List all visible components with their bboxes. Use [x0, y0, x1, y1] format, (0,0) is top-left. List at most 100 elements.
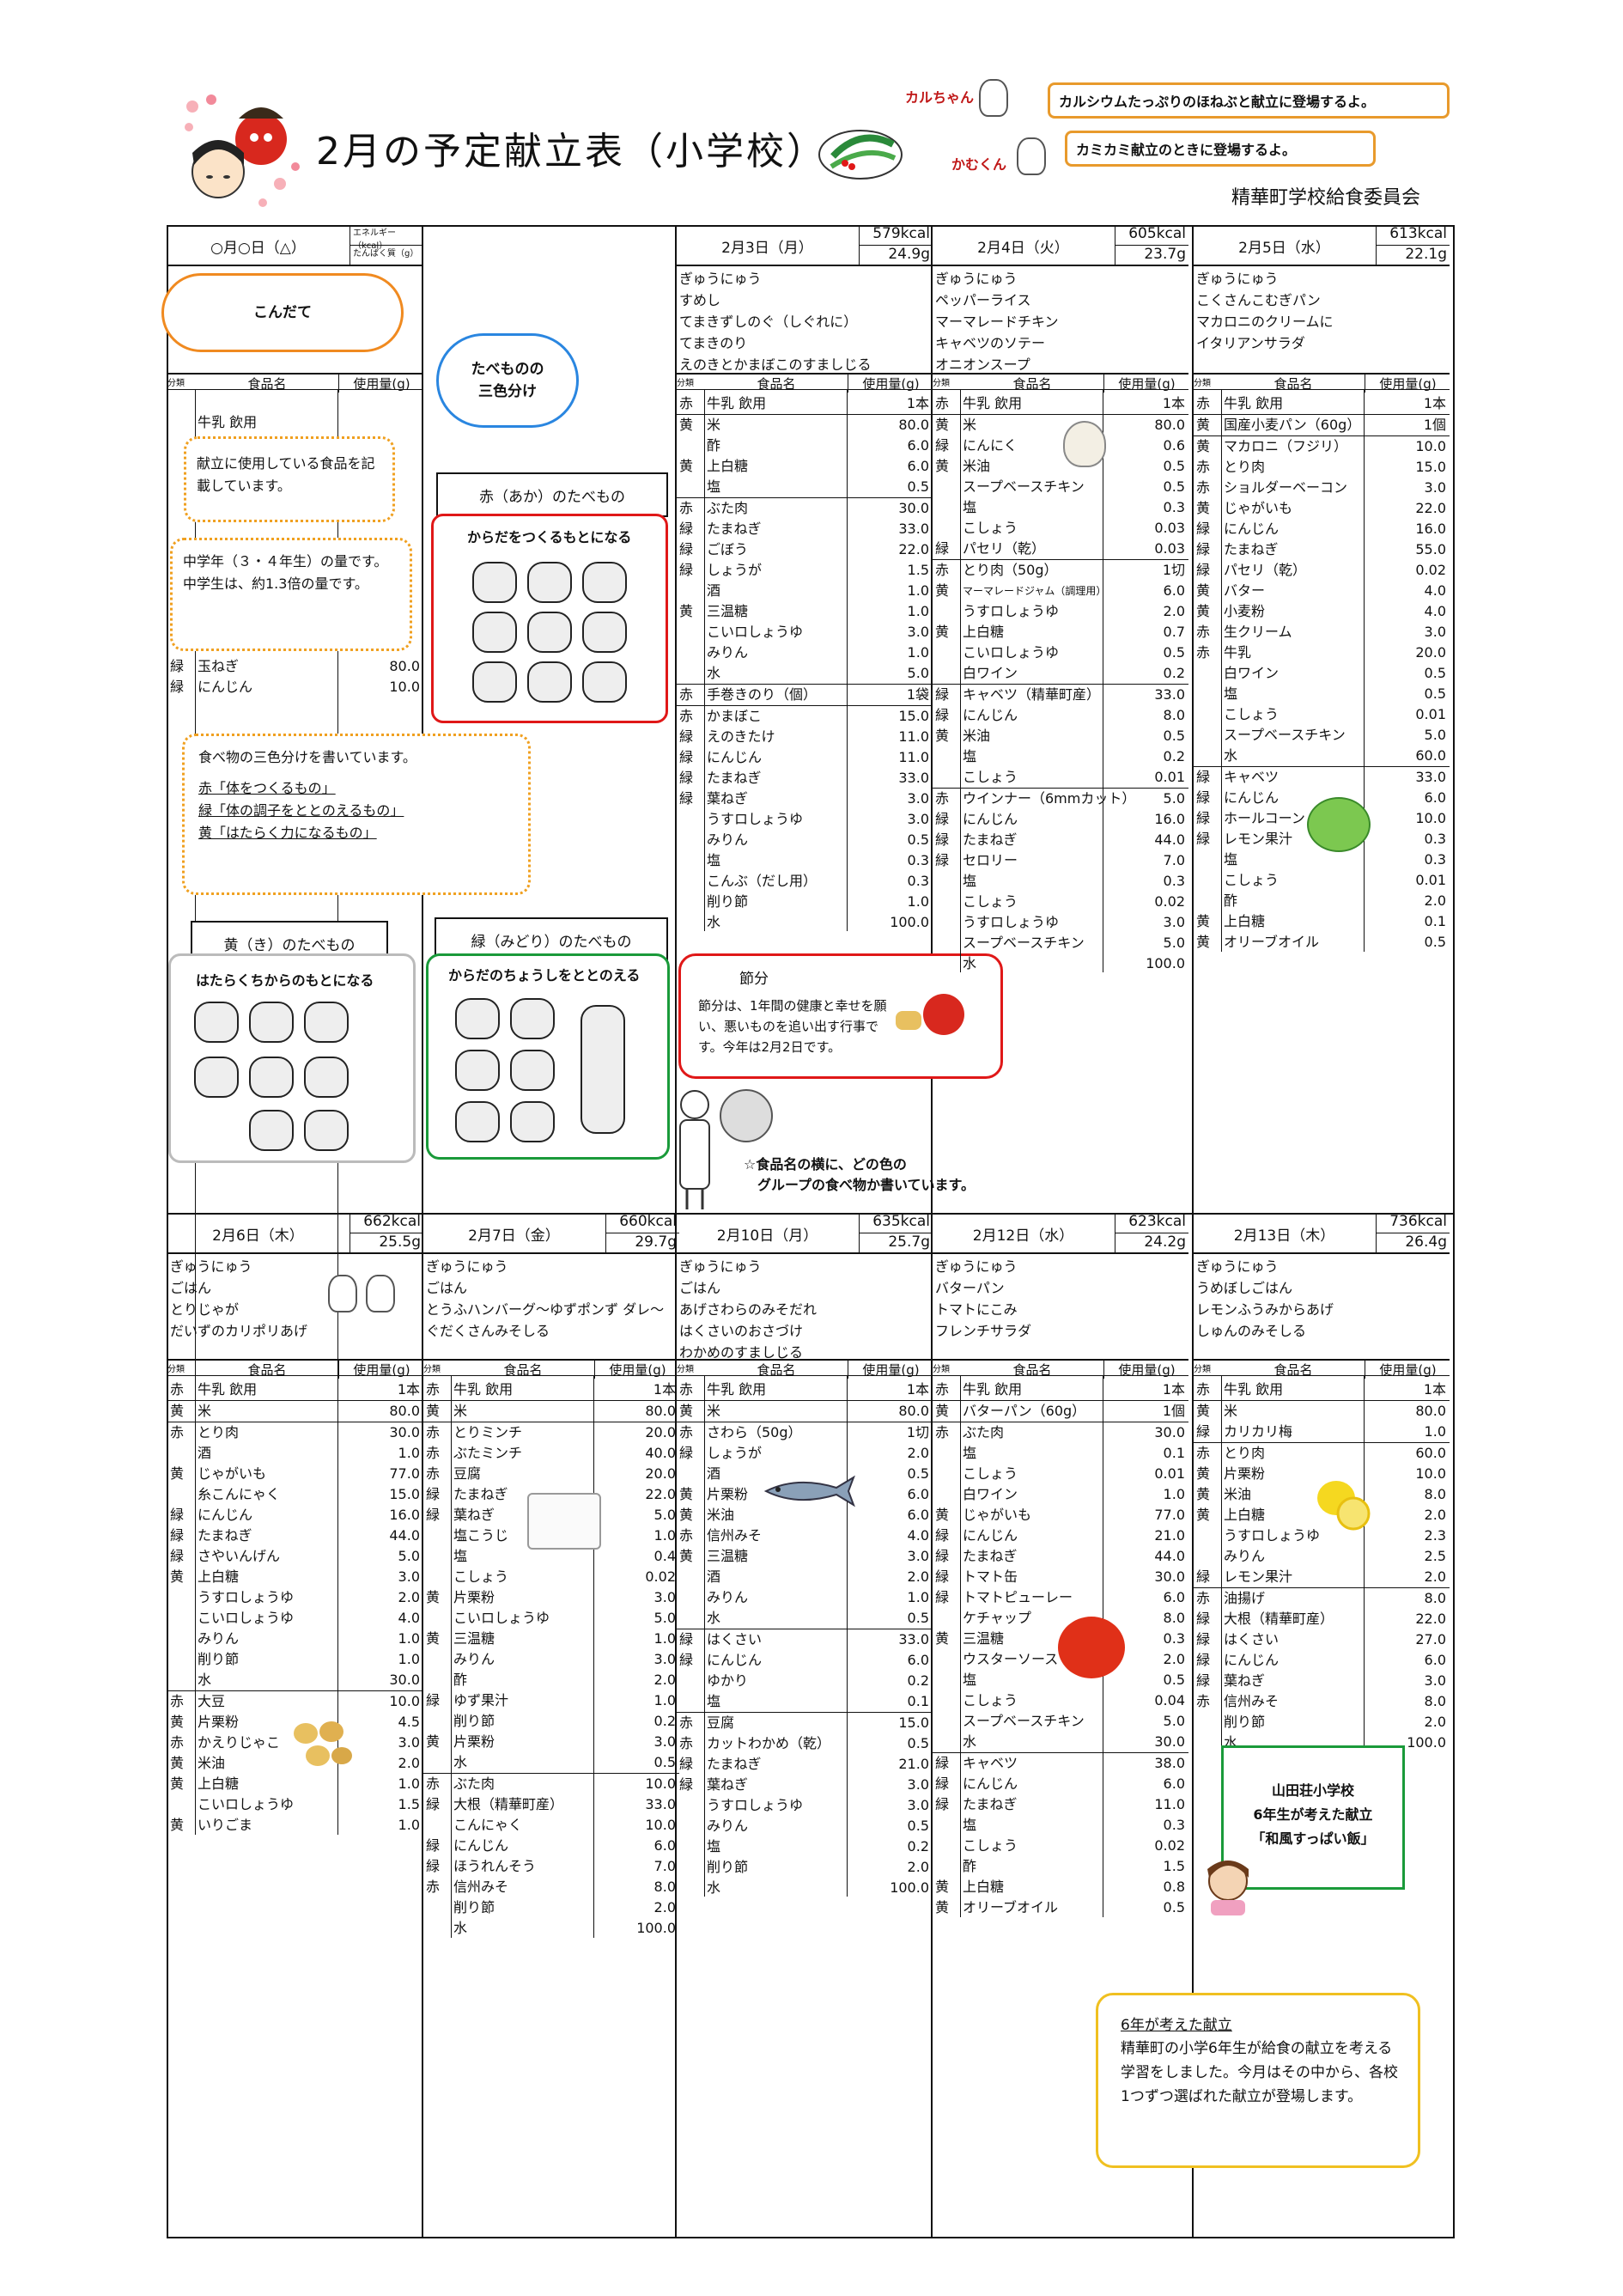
food-name: バター — [1224, 582, 1266, 599]
kondate-cloud: こんだて — [161, 273, 404, 352]
food-name: たまねぎ — [963, 1796, 1018, 1812]
food-name: 削り節 — [453, 1899, 495, 1915]
food-name: 塩 — [963, 1445, 977, 1461]
food-amount: 1.0 — [1163, 1486, 1185, 1502]
clam-icon — [527, 612, 572, 653]
ingredient-row: 赤さわら（50g）1切 — [676, 1422, 933, 1443]
day-protein: 29.7g — [635, 1233, 677, 1251]
food-name: 塩 — [963, 499, 977, 515]
food-amount: 10.0 — [645, 1817, 676, 1833]
tomato-deco-icon — [1058, 1617, 1125, 1678]
food-group: 黄 — [170, 1817, 185, 1833]
food-amount: 1.0 — [907, 644, 929, 661]
food-name: 酒 — [707, 1568, 721, 1585]
food-group: 赤 — [935, 1424, 950, 1440]
menu-item: ぎゅうにゅう — [679, 271, 762, 287]
food-name: 信州みそ — [1224, 1693, 1280, 1709]
food-group: 黄 — [679, 458, 694, 474]
food-amount: 5.0 — [1163, 1713, 1185, 1729]
food-group: 黄 — [679, 1507, 694, 1523]
food-group: 緑 — [935, 1527, 950, 1544]
food-name: みりん — [198, 1630, 240, 1647]
sixth-grade-title: 6年が考えた献立 — [1121, 2017, 1232, 2034]
food-amount: 6.0 — [1424, 1652, 1446, 1668]
ingredient-table-header: 分類食品名使用量(g) — [932, 1359, 1188, 1379]
food-group: 緑 — [170, 1527, 185, 1544]
food-name: パセリ（乾） — [963, 540, 1046, 557]
food-group: 赤 — [426, 1879, 441, 1895]
food-amount: 33.0 — [898, 770, 929, 786]
day-date: 2月4日（火） — [932, 225, 1115, 266]
food-amount: 0.5 — [653, 1754, 676, 1770]
food-amount: 1切 — [906, 1424, 929, 1440]
food-amount: 100.0 — [890, 1879, 929, 1896]
food-name: はくさい — [1224, 1631, 1280, 1647]
food-group: 黄 — [935, 728, 950, 744]
menu-item: マカロニのクリームに — [1196, 314, 1334, 330]
food-amount: 0.04 — [1154, 1692, 1185, 1708]
food-amount: 80.0 — [1415, 1403, 1446, 1419]
food-name: 牛乳 飲用 — [707, 395, 767, 411]
food-amount: 20.0 — [645, 1465, 676, 1482]
food-group: 黄 — [170, 1714, 185, 1730]
food-amount: 0.3 — [1163, 499, 1185, 515]
sixth-grade-box: 6年が考えた献立 精華町の小学6年生が給食の献立を考える学習をしました。今月はそ… — [1096, 1993, 1420, 2168]
food-name: たまねぎ — [707, 521, 762, 537]
menu-item: こくさんこむぎパン — [1196, 292, 1321, 308]
food-group: 黄 — [935, 1630, 950, 1647]
food-amount: 0.2 — [1163, 665, 1185, 681]
note-sanshoku: 食べ物の三色分けを書いています。 赤「体をつくるもの」 緑「体の調子をととのえる… — [182, 734, 531, 895]
food-name: 片栗粉 — [1224, 1465, 1266, 1482]
food-name: 米 — [198, 1403, 212, 1419]
food-name: しょうが — [707, 1445, 763, 1461]
food-group: 緑 — [1196, 789, 1211, 806]
food-group: 赤 — [679, 1381, 694, 1398]
food-amount: 1.0 — [398, 1817, 420, 1833]
group-name-divider — [704, 1376, 705, 1897]
food-name: とり肉（50g） — [963, 562, 1058, 578]
food-amount: 1.0 — [653, 1630, 676, 1647]
food-amount: 0.03 — [1154, 520, 1185, 536]
food-name: スープベースチキン — [963, 1713, 1085, 1729]
group-heading: 分類 — [677, 379, 694, 388]
ingredient-row: 緑大根（精華町産）22.0 — [1193, 1609, 1450, 1629]
food-group: 黄 — [935, 417, 950, 433]
food-amount: 6.0 — [907, 1486, 929, 1502]
lemon-deco-icon — [1310, 1472, 1372, 1534]
food-amount: 27.0 — [1415, 1631, 1446, 1647]
food-name: 水 — [453, 1920, 468, 1936]
food-amount: 0.5 — [907, 1735, 929, 1751]
food-name: にんじん — [1224, 521, 1280, 537]
menu-table-frame — [167, 225, 1455, 2238]
food-name: 大豆 — [198, 1693, 226, 1709]
food-amount: 10.0 — [645, 1775, 676, 1792]
food-amount: 5.0 — [1163, 790, 1185, 807]
day-menu: ぎゅうにゅうごはんとうふハンバーグ～ゆずポンず ダレ～ぐだくさんみそしる — [426, 1256, 677, 1342]
chef-icon — [675, 1084, 714, 1213]
food-name: みりん — [707, 1818, 749, 1834]
food-group: 緑 — [935, 1548, 950, 1564]
food-amount: 6.0 — [907, 458, 929, 474]
